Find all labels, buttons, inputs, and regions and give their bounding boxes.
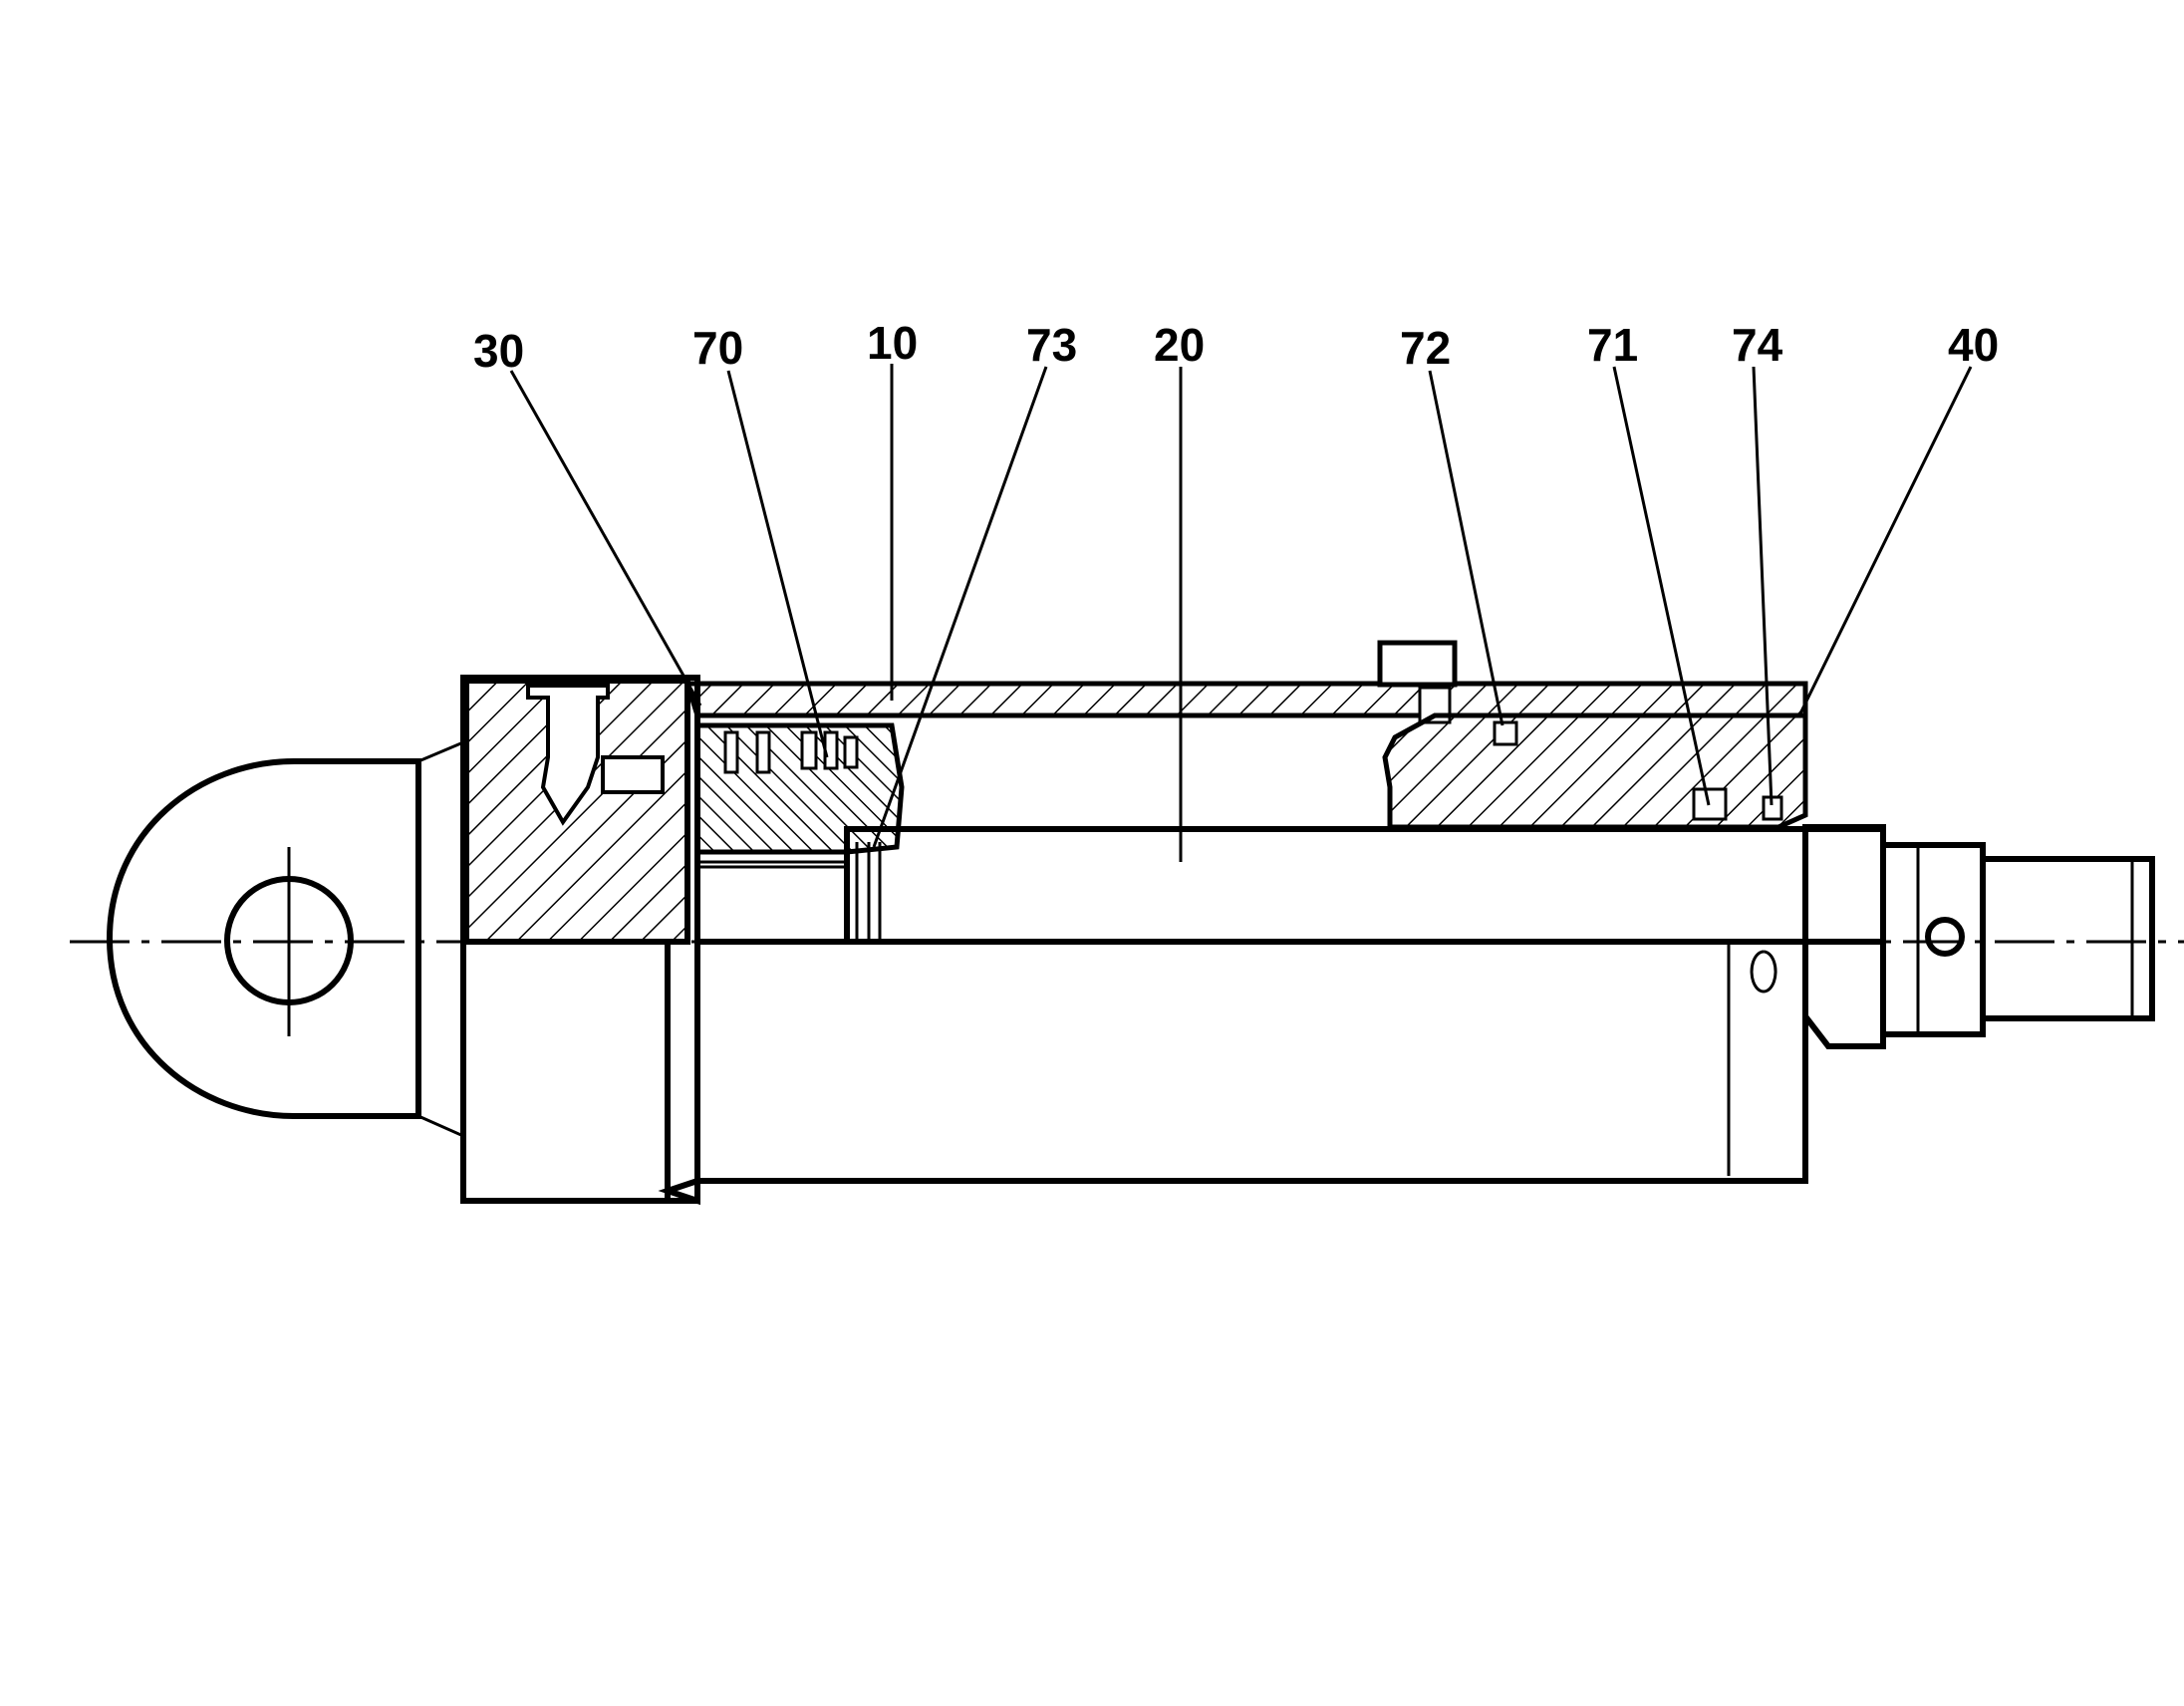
clevis-eye [106,739,465,1139]
label-30: 30 [473,325,524,377]
end-cap-section [463,678,690,945]
leader-74 [1752,366,1774,806]
label-40: 40 [1948,319,1999,371]
label-71: 71 [1587,319,1638,371]
rod-end-cross-hole [1925,917,1965,957]
leader-72 [1428,370,1504,726]
reference-labels: 30 70 10 73 20 72 71 74 40 [473,317,1999,377]
piston-section [694,698,905,942]
label-73: 73 [1026,319,1077,371]
label-72: 72 [1400,322,1451,374]
rod-end [1802,824,2155,1049]
leader-30 [509,370,702,707]
leader-71 [1612,366,1711,806]
label-10: 10 [867,317,918,369]
label-74: 74 [1732,319,1783,371]
label-70: 70 [692,322,743,374]
label-20: 20 [1154,319,1205,371]
gland-section [1382,712,1808,830]
leader-70 [726,370,829,758]
leader-73 [872,366,1048,848]
leader-lines [509,364,1973,862]
leader-40 [1796,366,1973,718]
piston-rod [844,826,1886,945]
barrel-wall-section [683,640,1808,724]
